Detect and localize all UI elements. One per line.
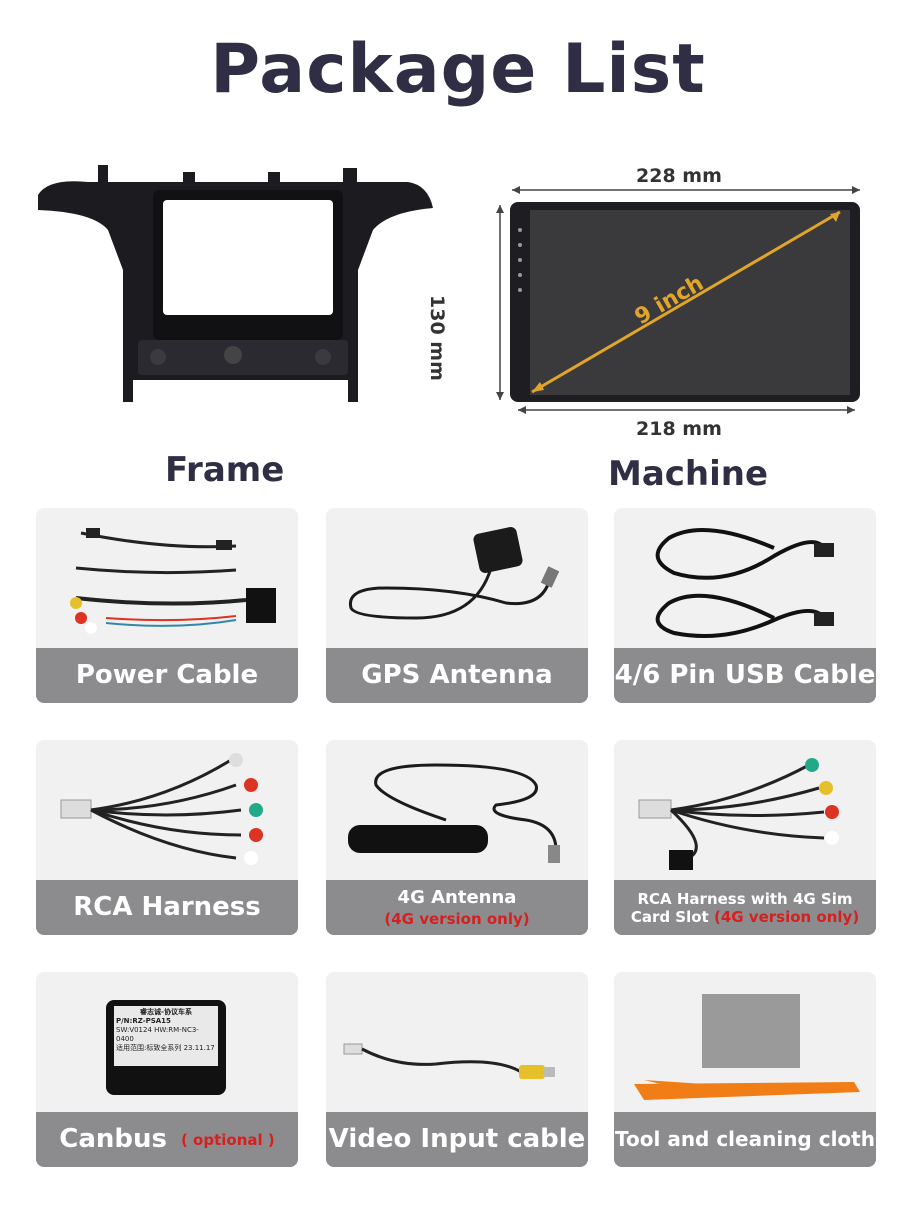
item-card-4g-antenna: 4G Antenna (4G version only) — [326, 740, 588, 935]
usb-cable-label: 4/6 Pin USB Cable — [614, 660, 876, 691]
canbus-caption: Canbus ( optional ) — [36, 1112, 298, 1167]
canbus-sticker-line-2: P/N:RZ-PSA15 — [116, 1017, 171, 1025]
rca-harness-label: RCA Harness — [73, 892, 261, 923]
video-input-image — [343, 1043, 555, 1079]
canbus-module: 睿志诚-协议车系 P/N:RZ-PSA15 SW:V0124 HW:RM-NC3… — [106, 1000, 226, 1095]
rca-harness-4g-note: (4G version only) — [713, 907, 860, 926]
item-card-rca-harness-4g: RCA Harness with 4G Sim Card Slot (4G ve… — [614, 740, 876, 935]
item-card-gps-antenna: GPS Antenna — [326, 508, 588, 703]
4g-antenna-caption: 4G Antenna (4G version only) — [326, 880, 588, 935]
gps-antenna-label: GPS Antenna — [361, 660, 553, 691]
item-card-canbus: 睿志诚-协议车系 P/N:RZ-PSA15 SW:V0124 HW:RM-NC3… — [36, 972, 298, 1167]
video-input-caption: Video Input cable — [326, 1112, 588, 1167]
4g-antenna-note: (4G version only) — [384, 909, 530, 928]
4g-antenna-label: 4G Antenna — [397, 887, 517, 909]
rca-harness-caption: RCA Harness — [36, 880, 298, 935]
machine-image — [496, 186, 860, 414]
frame-image — [38, 165, 433, 402]
rca-harness-4g-image — [638, 758, 839, 870]
gps-antenna-caption: GPS Antenna — [326, 648, 588, 703]
power-cable-image — [70, 528, 276, 634]
canbus-sticker-line-1: 睿志诚-协议车系 — [140, 1008, 192, 1016]
tool-cloth-label: Tool and cleaning cloth — [615, 1127, 875, 1151]
canbus-sticker: 睿志诚-协议车系 P/N:RZ-PSA15 SW:V0124 HW:RM-NC3… — [114, 1006, 218, 1066]
rca-harness-image — [60, 753, 263, 865]
frame-label: Frame — [165, 450, 285, 490]
canbus-label: Canbus — [59, 1124, 167, 1155]
machine-height: 130 mm — [426, 295, 448, 381]
canbus-sticker-line-4: 适用范围:标致全系列 23.11.17 — [116, 1044, 215, 1052]
power-cable-caption: Power Cable — [36, 648, 298, 703]
rca-harness-4g-label-line1: RCA Harness with 4G Sim — [637, 889, 853, 908]
page-title: Package List — [210, 30, 706, 109]
item-card-rca-harness: RCA Harness — [36, 740, 298, 935]
4g-antenna-image — [348, 763, 560, 863]
tool-cloth-image — [634, 994, 860, 1100]
canbus-image: 睿志诚-协议车系 P/N:RZ-PSA15 SW:V0124 HW:RM-NC3… — [36, 972, 298, 1112]
power-cable-label: Power Cable — [75, 660, 259, 691]
gps-antenna-image — [348, 526, 560, 620]
video-input-label: Video Input cable — [328, 1124, 586, 1155]
rca-harness-4g-caption: RCA Harness with 4G Sim Card Slot (4G ve… — [614, 880, 876, 935]
item-card-usb-cable: 4/6 Pin USB Cable — [614, 508, 876, 703]
machine-width-top: 228 mm — [636, 165, 722, 187]
canbus-note: ( optional ) — [180, 1130, 275, 1149]
usb-cable-caption: 4/6 Pin USB Cable — [614, 648, 876, 703]
machine-label: Machine — [608, 454, 769, 494]
item-card-power-cable: Power Cable — [36, 508, 298, 703]
rca-harness-4g-label-line2: Card Slot — [630, 907, 709, 926]
tool-cloth-caption: Tool and cleaning cloth — [614, 1112, 876, 1167]
item-card-tool-cloth: Tool and cleaning cloth — [614, 972, 876, 1167]
usb-cable-image — [655, 528, 834, 638]
canbus-sticker-line-3: SW:V0124 HW:RM-NC3-0400 — [116, 1026, 199, 1043]
item-card-video-input: Video Input cable — [326, 972, 588, 1167]
machine-width-bottom: 218 mm — [636, 418, 722, 440]
